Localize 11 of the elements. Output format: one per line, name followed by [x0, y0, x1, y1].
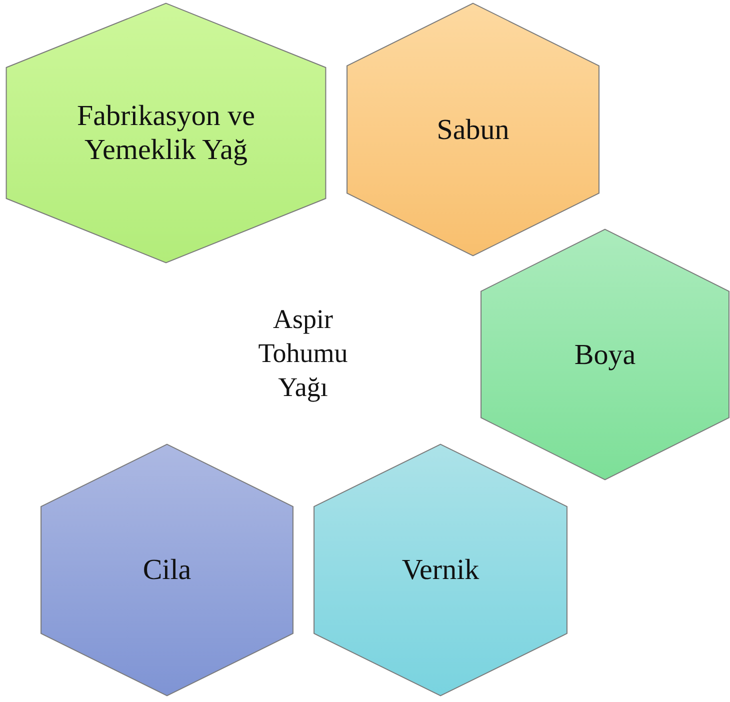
- hexagon-node: [5, 2, 327, 264]
- center-label: Aspir Tohumu Yağı: [257, 303, 349, 404]
- node-text: Sabun: [436, 112, 510, 146]
- hexagon-node: [346, 2, 600, 257]
- hexagon-node: [480, 228, 730, 481]
- node-text: Boya: [573, 338, 637, 372]
- hexagon-node: [40, 443, 294, 697]
- node-text: Fabrikasyon ve Yemeklik Yağ: [76, 99, 256, 167]
- node-text: Vernik: [400, 553, 480, 587]
- node-text: Cila: [142, 553, 192, 587]
- hexagon-node: [313, 443, 568, 697]
